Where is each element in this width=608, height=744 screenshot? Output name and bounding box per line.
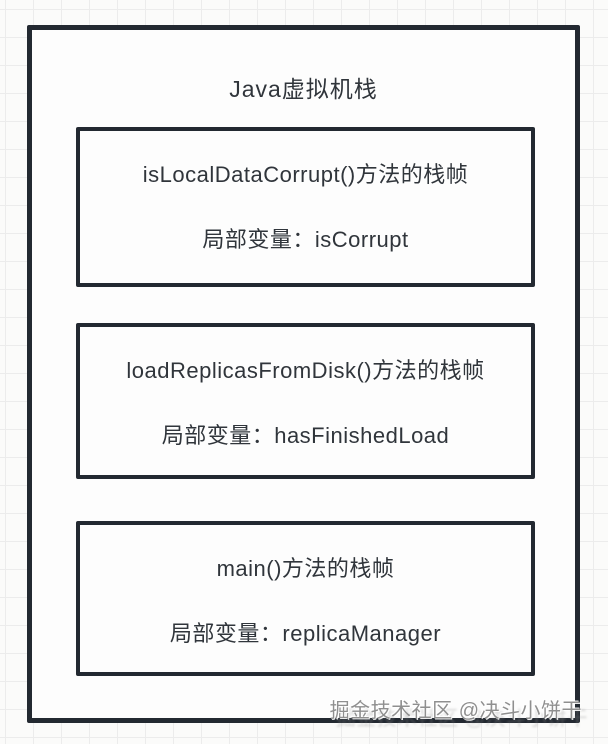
jvm-stack-title: Java虚拟机栈 <box>229 76 378 102</box>
stack-frame-loadReplicasFromDisk: loadReplicasFromDisk()方法的栈帧 局部变量：hasFini… <box>76 323 535 479</box>
watermark: 掘金技术社区 @决斗小饼干 <box>329 700 582 722</box>
stack-frame-isLocalDataCorrupt: isLocalDataCorrupt()方法的栈帧 局部变量：isCorrupt <box>76 127 535 287</box>
stack-frame-main: main()方法的栈帧 局部变量：replicaManager <box>76 521 535 676</box>
jvm-stack-container: Java虚拟机栈 isLocalDataCorrupt()方法的栈帧 局部变量：… <box>27 25 580 723</box>
frame-method-label: loadReplicasFromDisk()方法的栈帧 <box>126 358 485 383</box>
frame-local-variable: 局部变量：isCorrupt <box>202 227 409 252</box>
frame-local-variable: 局部变量：hasFinishedLoad <box>161 423 450 448</box>
frame-local-variable: 局部变量：replicaManager <box>169 621 442 646</box>
frame-method-label: main()方法的栈帧 <box>216 556 395 581</box>
frame-method-label: isLocalDataCorrupt()方法的栈帧 <box>142 162 469 187</box>
